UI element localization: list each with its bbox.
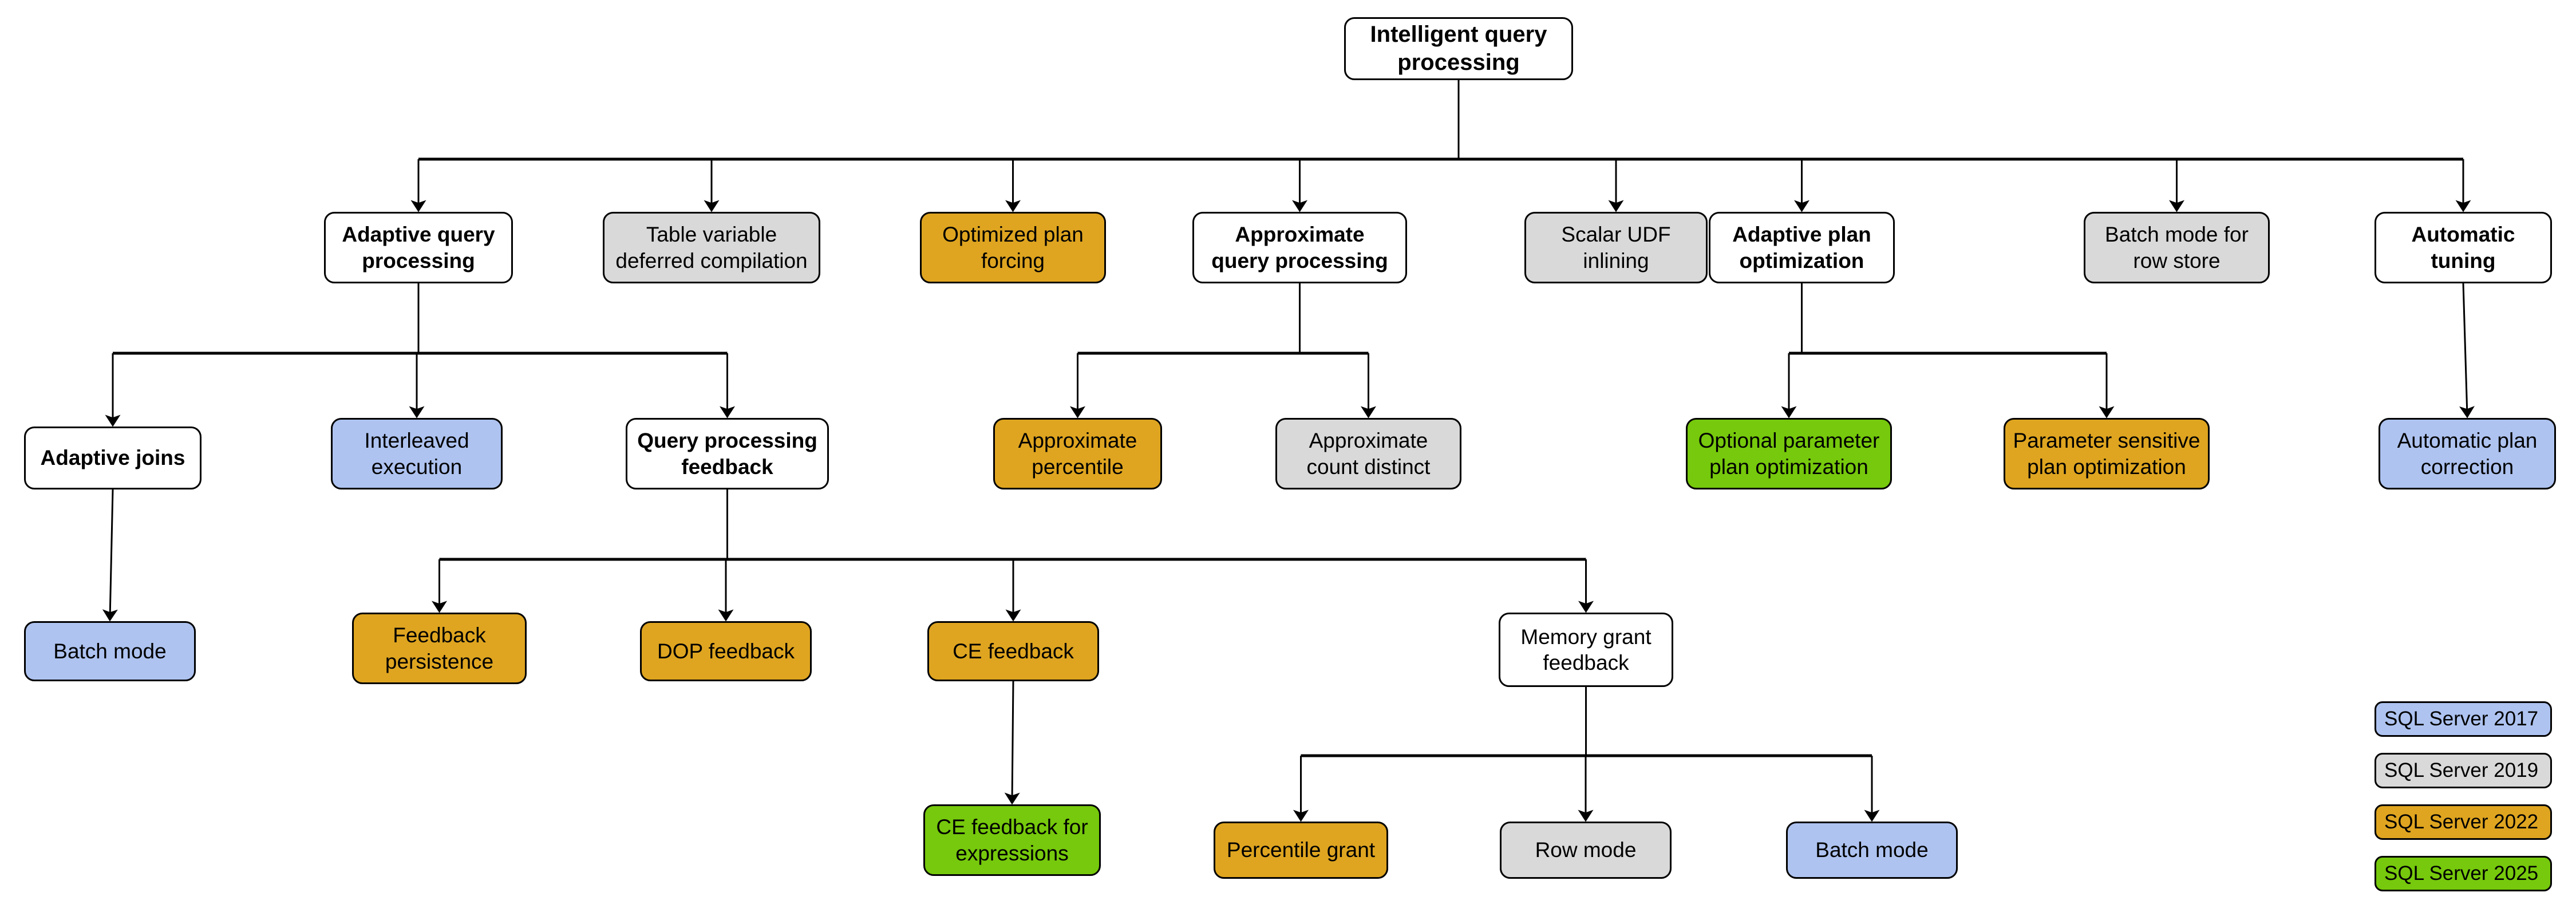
node-label: Batch mode bbox=[1815, 838, 1929, 862]
edge-autotune-direct bbox=[2459, 283, 2475, 418]
node-label: Automatic tuning bbox=[2411, 223, 2515, 273]
node-label: Adaptive joins bbox=[40, 446, 185, 470]
node-oppo[interactable]: Optional parameter plan optimization bbox=[1686, 418, 1892, 489]
node-label: Percentile grant bbox=[1226, 838, 1376, 862]
node-root[interactable]: Intelligent query processing bbox=[1344, 17, 1573, 80]
node-tvdc[interactable]: Table variable deferred compilation bbox=[603, 212, 820, 283]
edge-aj-direct bbox=[102, 489, 118, 622]
node-aqp[interactable]: Adaptive query processing bbox=[324, 212, 513, 283]
node-dopfeedback[interactable]: DOP feedback bbox=[640, 621, 812, 681]
node-apq[interactable]: Approximate query processing bbox=[1192, 212, 1407, 283]
legend-item-sql-server-2022: SQL Server 2022 bbox=[2374, 804, 2552, 840]
node-label: Approximate percentile bbox=[1018, 429, 1137, 479]
legend-item-sql-server-2025: SQL Server 2025 bbox=[2374, 856, 2552, 891]
node-label: Feedback persistence bbox=[385, 623, 494, 673]
node-label: Automatic plan correction bbox=[2397, 429, 2538, 479]
legend-label: SQL Server 2017 bbox=[2384, 708, 2539, 730]
node-label: Approximate count distinct bbox=[1306, 429, 1431, 479]
legend-label: SQL Server 2025 bbox=[2384, 862, 2539, 885]
node-label: Adaptive query processing bbox=[342, 223, 495, 273]
node-label: Batch mode for row store bbox=[2105, 223, 2249, 273]
node-apo[interactable]: Adaptive plan optimization bbox=[1709, 212, 1895, 283]
node-pspo[interactable]: Parameter sensitive plan optimization bbox=[2004, 418, 2210, 489]
node-label: Batch mode bbox=[53, 639, 167, 663]
node-rowmode[interactable]: Row mode bbox=[1500, 822, 1672, 879]
node-bmrs[interactable]: Batch mode for row store bbox=[2084, 212, 2270, 283]
node-apc[interactable]: Automatic plan correction bbox=[2379, 418, 2556, 489]
legend-item-sql-server-2017: SQL Server 2017 bbox=[2374, 701, 2552, 737]
edge-ce-direct bbox=[1004, 681, 1020, 805]
node-cefeedexpr[interactable]: CE feedback for expressions bbox=[923, 804, 1101, 876]
node-label: Query processing feedback bbox=[637, 429, 817, 479]
node-sudf[interactable]: Scalar UDF inlining bbox=[1524, 212, 1708, 283]
node-label: Table variable deferred compilation bbox=[615, 223, 808, 273]
node-label: Adaptive plan optimization bbox=[1732, 223, 1871, 273]
node-label: Memory grant feedback bbox=[1520, 625, 1652, 674]
legend-label: SQL Server 2019 bbox=[2384, 759, 2539, 781]
node-qpf[interactable]: Query processing feedback bbox=[626, 418, 829, 489]
node-opf[interactable]: Optimized plan forcing bbox=[920, 212, 1106, 283]
node-label: Optional parameter plan optimization bbox=[1698, 429, 1880, 479]
node-batchmode1[interactable]: Batch mode bbox=[24, 621, 196, 681]
node-mgf[interactable]: Memory grant feedback bbox=[1499, 613, 1673, 687]
node-interleaved[interactable]: Interleaved execution bbox=[331, 418, 503, 489]
node-label: Optimized plan forcing bbox=[942, 223, 1084, 273]
node-feedbackpersist[interactable]: Feedback persistence bbox=[352, 613, 527, 684]
node-autotune[interactable]: Automatic tuning bbox=[2374, 212, 2552, 283]
node-label: DOP feedback bbox=[657, 639, 795, 663]
node-cefeedback[interactable]: CE feedback bbox=[927, 621, 1099, 681]
node-label: Scalar UDF inlining bbox=[1561, 223, 1671, 273]
node-percentilegrant[interactable]: Percentile grant bbox=[1214, 822, 1388, 879]
legend-label: SQL Server 2022 bbox=[2384, 811, 2539, 833]
legend-item-sql-server-2019: SQL Server 2019 bbox=[2374, 753, 2552, 788]
node-approxpct[interactable]: Approximate percentile bbox=[993, 418, 1162, 489]
node-label: Intelligent query processing bbox=[1370, 22, 1547, 75]
node-label: Row mode bbox=[1535, 838, 1637, 862]
node-label: CE feedback for expressions bbox=[936, 815, 1088, 865]
node-adaptivejoins[interactable]: Adaptive joins bbox=[24, 427, 202, 489]
node-label: CE feedback bbox=[953, 639, 1074, 663]
node-approxcount[interactable]: Approximate count distinct bbox=[1275, 418, 1461, 489]
node-label: Interleaved execution bbox=[364, 429, 469, 479]
node-label: Parameter sensitive plan optimization bbox=[2013, 429, 2200, 479]
node-batchmode2[interactable]: Batch mode bbox=[1786, 822, 1958, 879]
node-label: Approximate query processing bbox=[1211, 223, 1388, 273]
